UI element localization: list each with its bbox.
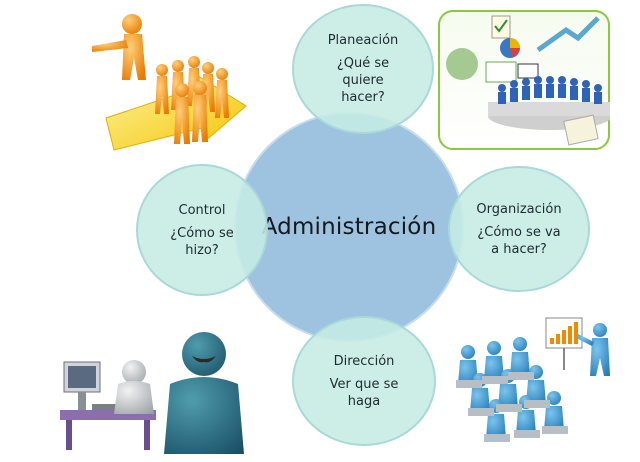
organizacion-label: Organización	[476, 201, 562, 217]
direccion-node: Dirección Ver que se haga	[292, 316, 436, 446]
planeacion-label: Planeación	[327, 33, 399, 48]
direccion-question: Ver que se haga	[329, 376, 399, 409]
planeacion-question: ¿Qué se quiere hacer?	[336, 56, 390, 105]
leader-pointing-followers-illustration	[92, 14, 247, 151]
planeacion-node: Planeación ¿Qué se quiere hacer?	[292, 4, 434, 134]
organizacion-question: ¿Cómo se va a hacer?	[477, 224, 561, 257]
center-title: Administración	[261, 214, 437, 240]
presenter-audience-illustration	[456, 317, 610, 442]
team-meeting-illustration	[438, 10, 610, 150]
organizacion-node: Organización ¿Cómo se va a hacer?	[448, 166, 590, 292]
administracion-center-node: Administración	[234, 112, 464, 342]
control-question: ¿Cómo se hizo?	[170, 225, 234, 258]
control-label: Control	[178, 202, 226, 218]
control-node: Control ¿Cómo se hizo?	[136, 164, 268, 296]
direccion-label: Dirección	[333, 353, 395, 369]
supervisor-computer-illustration	[60, 332, 244, 454]
